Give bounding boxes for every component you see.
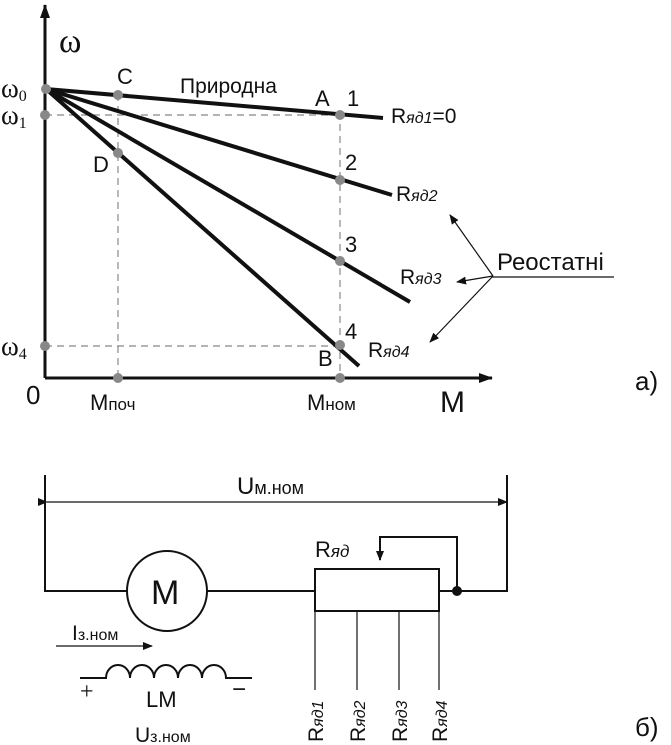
rheostat-resistor — [314, 568, 440, 612]
x-axis-symbol: M — [440, 386, 465, 419]
m-nom-label: Mном — [307, 390, 356, 415]
field-voltage-label: Uз.ном — [135, 724, 191, 745]
natural-characteristic-line — [45, 87, 384, 120]
omega0-label: ω0 — [1, 73, 27, 105]
line-label-r3: Rяд3 — [400, 266, 442, 289]
motor-symbol — [126, 550, 208, 632]
coil-label: LM — [146, 687, 177, 712]
point-4-label: 4 — [345, 319, 357, 344]
field-coil — [80, 664, 252, 679]
omega4-label: ω4 — [1, 331, 27, 363]
main-circuit-wire — [44, 475, 127, 592]
return-wire — [439, 475, 508, 592]
natural-label: Природна — [180, 75, 277, 98]
part-b-label: б) — [635, 712, 659, 742]
point-c-label: C — [117, 64, 133, 89]
speed-torque-graph: ω M 0 ω0 ω1 ω4 Mпоч Mном C D A B 1 2 3 4… — [1, 4, 658, 419]
plus-sign: + — [80, 679, 94, 705]
minus-sign: − — [232, 676, 246, 703]
tap-label-3: Rяд3 — [389, 700, 412, 742]
rheostat-line-2 — [45, 87, 393, 197]
rheostat-label: Rяд — [315, 537, 349, 562]
tap-label-1: Rяд1 — [305, 701, 328, 742]
point-b-label: B — [318, 346, 333, 371]
motor-label: M — [151, 574, 179, 612]
graph-points — [40, 84, 345, 383]
line-label-r4: Rяд4 — [368, 339, 410, 362]
part-a-label: а) — [635, 366, 658, 396]
junction-dot — [452, 586, 462, 596]
omega1-label: ω1 — [1, 100, 27, 132]
y-axis-symbol: ω — [59, 23, 81, 60]
rheostat-taps — [314, 611, 440, 690]
line-label-r1: Rяд1=0 — [391, 105, 456, 128]
rheostat-line-4 — [44, 87, 361, 368]
m-start-label: Mпоч — [90, 390, 135, 415]
point-d-label: D — [93, 152, 109, 177]
rheostat-line-3 — [44, 87, 412, 304]
point-3-label: 3 — [345, 232, 357, 257]
rheostat-slider — [376, 536, 458, 591]
tap-label-4: Rяд4 — [429, 700, 452, 742]
rheostat-label: Реостатні — [497, 249, 604, 276]
field-current-label: Iз.ном — [72, 622, 118, 645]
tap-label-2: Rяд2 — [347, 700, 370, 742]
rheostat-arrows — [429, 214, 494, 343]
origin-label: 0 — [26, 380, 40, 410]
point-a-label: A — [315, 86, 330, 111]
circuit-diagram: Uм.ном M Rяд Rяд1 Rяд2 Rяд3 Rяд4 Iз.ном … — [38, 473, 659, 745]
point-2-label: 2 — [345, 150, 357, 175]
voltage-label: Uм.ном — [237, 473, 304, 500]
point-1-label: 1 — [347, 86, 359, 111]
line-label-r2: Rяд2 — [396, 183, 438, 206]
